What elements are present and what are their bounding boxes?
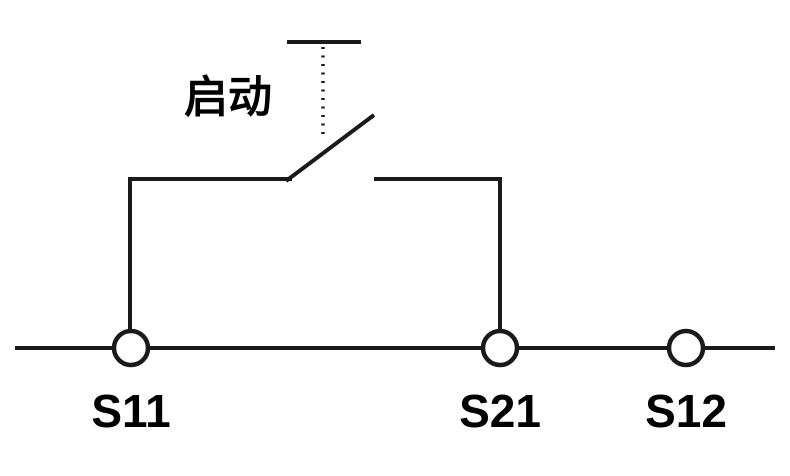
terminal-s12-label: S12 (645, 385, 727, 437)
terminal-s12-circle (666, 328, 706, 368)
switch-blade-line (284, 113, 376, 183)
terminal-s11-label: S11 (91, 385, 170, 437)
terminal-s11-circle (111, 328, 151, 368)
terminal-s21-circle (480, 328, 520, 368)
start-button-label: 启动 (184, 73, 272, 122)
terminal-s21-label: S21 (459, 385, 541, 437)
